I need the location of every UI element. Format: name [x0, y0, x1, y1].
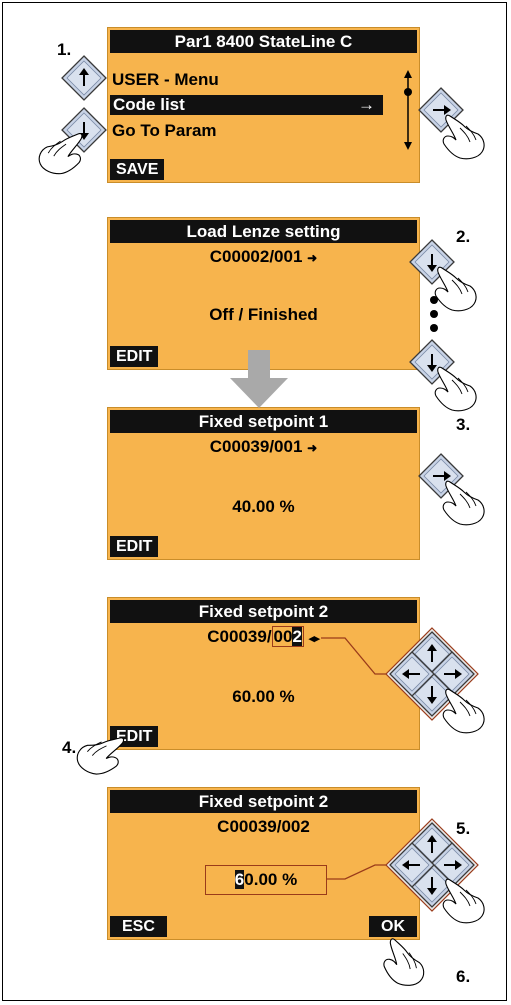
code-digit-cursor: 2 — [292, 627, 302, 646]
arrow-right-icon: → — [358, 95, 375, 114]
code-digit: 0 — [273, 627, 284, 646]
parameter-value: 40.00 % — [232, 497, 295, 516]
code-number: C00039/002 ◂▸ — [108, 626, 419, 647]
panel-title: Load Lenze setting — [110, 220, 417, 243]
panel-title: Fixed setpoint 2 — [110, 600, 417, 623]
connector-line — [326, 864, 388, 880]
softkey-ok[interactable]: OK — [369, 916, 417, 937]
lcd-panel-5: Fixed setpoint 2 C00039/002 60.00 % ESC … — [107, 787, 420, 940]
softkey-esc[interactable]: ESC — [110, 916, 167, 937]
step-number-2: 2. — [456, 227, 471, 246]
step-number-3: 3. — [456, 415, 471, 434]
hand-pointer-icon — [442, 114, 485, 160]
step-number-1: 1. — [57, 40, 72, 59]
hand-pointer-icon — [442, 480, 485, 526]
menu-item-user-menu[interactable]: USER - Menu — [112, 70, 219, 89]
code-edit-field[interactable]: 002 — [271, 626, 304, 647]
lcd-panel-2: Load Lenze setting C00002/001 ➜ Off / Fi… — [107, 217, 420, 370]
softkey-edit[interactable]: EDIT — [110, 536, 159, 557]
hand-pointer-icon — [434, 266, 477, 312]
menu-item-go-to-param[interactable]: Go To Param — [112, 121, 217, 140]
menu-item-code-list[interactable]: Code list → — [110, 95, 383, 115]
hand-pointer-icon — [36, 126, 86, 178]
softkey-save[interactable]: SAVE — [110, 159, 165, 180]
small-right-arrow-icon: ➜ — [307, 441, 318, 455]
menu-item-label: Code list — [113, 95, 185, 114]
panel-title: Fixed setpoint 2 — [110, 790, 417, 813]
code-number: C00039/001 ➜ — [108, 437, 419, 457]
panel-title: Fixed setpoint 1 — [110, 410, 417, 433]
step-number-4: 4. — [62, 738, 77, 757]
step-number-5: 5. — [456, 819, 471, 838]
value-digit-cursor: 6 — [234, 870, 245, 889]
value-rest: 0.00 % — [244, 870, 298, 889]
lcd-panel-3: Fixed setpoint 1 C00039/001 ➜ 40.00 % ED… — [107, 407, 420, 560]
small-right-arrow-icon: ➜ — [307, 251, 318, 265]
ellipsis-dots-icon — [430, 296, 438, 332]
code-prefix: C00039/ — [207, 627, 272, 646]
scroll-bar-icon — [404, 70, 412, 150]
code-digit: 0 — [283, 627, 293, 646]
code-text: C00002/001 — [209, 247, 303, 266]
down-transition-arrow-icon — [230, 350, 288, 408]
left-right-arrow-icon: ◂▸ — [308, 633, 320, 645]
hand-pointer-icon — [442, 688, 485, 734]
code-number: C00002/001 ➜ — [108, 247, 419, 267]
lcd-panel-1: Par1 8400 StateLine C USER - Menu Code l… — [107, 27, 420, 183]
hand-pointer-icon — [380, 937, 430, 989]
hand-pointer-icon — [72, 725, 128, 782]
parameter-value: Off / Finished — [209, 305, 318, 324]
softkey-edit[interactable]: EDIT — [110, 346, 159, 367]
code-number: C00039/002 — [217, 817, 310, 836]
hand-pointer-icon — [434, 366, 477, 412]
connector-line — [321, 637, 388, 675]
panel-title: Par1 8400 StateLine C — [110, 30, 417, 53]
arrow-up-key-icon — [61, 55, 107, 101]
hand-pointer-icon — [442, 878, 485, 924]
lcd-panel-4: Fixed setpoint 2 C00039/002 ◂▸ 60.00 % E… — [107, 597, 420, 750]
value-edit-field[interactable]: 60.00 % — [205, 865, 327, 895]
parameter-value: 60.00 % — [232, 687, 295, 706]
step-number-6: 6. — [456, 967, 471, 986]
code-text: C00039/001 — [209, 437, 303, 456]
